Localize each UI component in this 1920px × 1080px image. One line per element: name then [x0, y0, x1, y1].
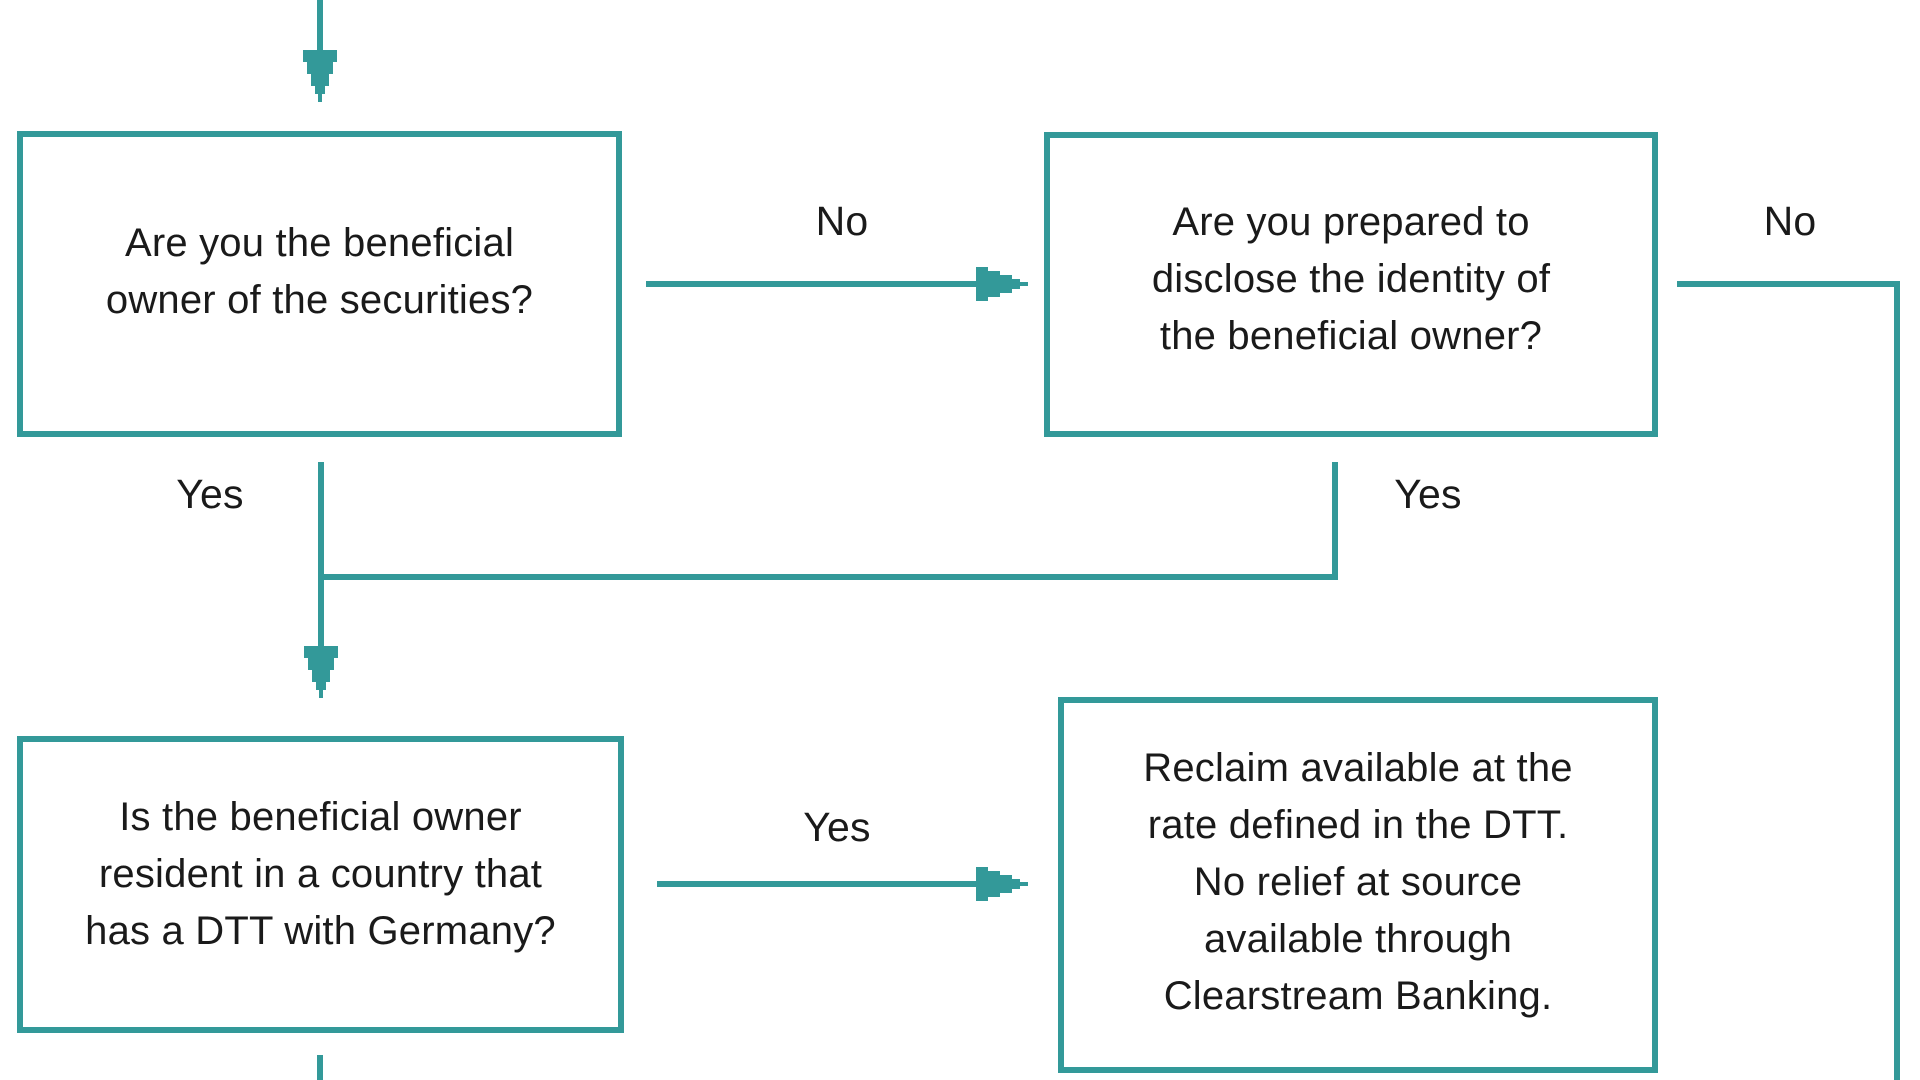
node-question-disclose-identity: Are you prepared to disclose the identit…	[1044, 132, 1658, 437]
edge-q2-q3-line	[321, 462, 1338, 580]
node-text-line: Are you prepared to	[1172, 200, 1530, 244]
edge-q2-offpage-line	[1677, 281, 1900, 1080]
node-text-line: Reclaim available at the	[1143, 745, 1573, 790]
arrow-down-icon	[304, 646, 338, 698]
arrow-right-icon	[976, 867, 1028, 901]
edge-label-yes: Yes	[803, 804, 871, 850]
node-text-line: Clearstream Banking.	[1163, 973, 1553, 1018]
node-result-reclaim-dtt-rate: Reclaim available at the rate defined in…	[1058, 697, 1658, 1073]
node-text-line: No relief at source	[1193, 859, 1523, 904]
edge-label-no: No	[1763, 198, 1817, 244]
node-question-beneficial-owner: Are you the beneficial owner of the secu…	[17, 131, 622, 437]
node-text-line: available through	[1203, 916, 1513, 961]
node-text-line: the beneficial owner?	[1159, 314, 1543, 358]
node-text-line: rate defined in the DTT.	[1147, 802, 1569, 847]
arrow-right-icon	[976, 267, 1028, 301]
node-text-line: owner of the securities?	[105, 278, 534, 322]
edge-label-yes: Yes	[1394, 471, 1462, 517]
node-text-line: Are you the beneficial	[124, 221, 515, 265]
arrow-down-icon	[303, 50, 337, 102]
node-text-line: resident in a country that	[98, 852, 543, 896]
node-text-line: disclose the identity of	[1151, 257, 1551, 301]
node-text-line: Is the beneficial owner	[119, 795, 522, 839]
node-text-line: has a DTT with Germany?	[85, 909, 556, 953]
edge-label-yes: Yes	[176, 471, 244, 517]
node-question-dtt-residency: Is the beneficial owner resident in a co…	[17, 736, 624, 1033]
edge-label-no: No	[815, 198, 869, 244]
